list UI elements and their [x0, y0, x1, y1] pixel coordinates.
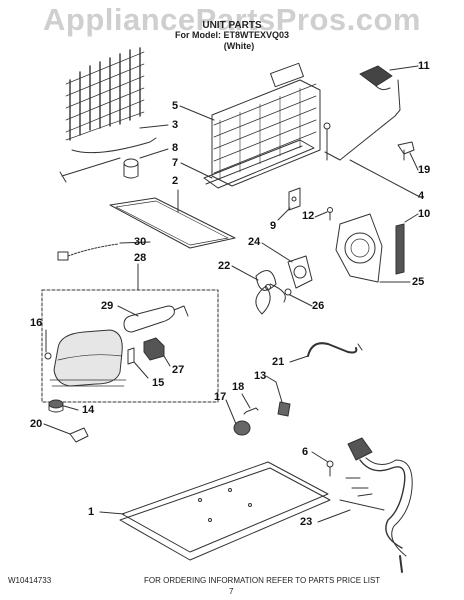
callout-26: 26 — [312, 300, 325, 312]
callout-27: 27 — [172, 364, 185, 376]
callout-29: 29 — [101, 300, 114, 312]
ordering-note: FOR ORDERING INFORMATION REFER TO PARTS … — [144, 576, 381, 585]
callout-2: 2 — [172, 175, 179, 187]
leader-29 — [117, 305, 139, 317]
callout-9: 9 — [270, 220, 277, 232]
leader-8 — [139, 148, 169, 159]
fan-shroud — [335, 213, 383, 283]
callout-16: 16 — [30, 317, 43, 329]
leader-7 — [180, 162, 213, 179]
callout-17: 17 — [214, 391, 227, 403]
callout-1: 1 — [88, 506, 95, 518]
callout-5: 5 — [172, 100, 179, 112]
roller — [233, 420, 251, 436]
leader-21 — [289, 355, 309, 363]
leader-27 — [163, 355, 171, 367]
leader-3 — [139, 124, 169, 129]
callout-3: 3 — [172, 119, 179, 131]
start-relay — [123, 305, 189, 333]
leader-20 — [43, 423, 71, 435]
callout-28: 28 — [134, 252, 147, 264]
fan-blade — [255, 270, 286, 315]
leader-18 — [241, 393, 251, 409]
capacitor — [143, 337, 165, 361]
compressor-kit-box — [41, 289, 219, 403]
leader-14 — [63, 405, 79, 411]
callout-18: 18 — [232, 381, 245, 393]
power-harness — [57, 243, 119, 261]
leader-24 — [261, 242, 293, 263]
callout-12: 12 — [302, 210, 315, 222]
leader-22 — [231, 265, 259, 281]
callout-25: 25 — [412, 276, 425, 288]
leader-23 — [317, 509, 351, 523]
leader-19 — [409, 152, 419, 171]
drain-pan — [109, 197, 236, 249]
fan-nut — [284, 288, 292, 296]
leader-17 — [225, 399, 237, 425]
callout-20: 20 — [30, 418, 43, 430]
callout-7: 7 — [172, 157, 179, 169]
doc-number: W10414733 — [8, 576, 52, 585]
temperature-control — [323, 65, 401, 161]
callout-10: 10 — [418, 208, 431, 220]
wiring-harness — [339, 437, 413, 573]
callout-21: 21 — [272, 356, 285, 368]
callout-4: 4 — [418, 190, 425, 202]
callout-8: 8 — [172, 142, 179, 154]
callout-11: 11 — [418, 60, 430, 72]
leader-9 — [277, 207, 291, 221]
leader-5 — [179, 105, 215, 121]
callout-22: 22 — [218, 260, 231, 272]
screw — [327, 207, 333, 221]
diagram-title: UNIT PARTS — [202, 20, 262, 31]
model-color: (White) — [223, 41, 255, 51]
callout-13: 13 — [254, 370, 267, 382]
rod — [275, 381, 291, 417]
callout-19: 19 — [418, 164, 431, 176]
leader-11 — [389, 65, 419, 71]
callout-30: 30 — [134, 236, 147, 248]
relay-bracket — [127, 347, 135, 365]
callout-6: 6 — [302, 446, 309, 458]
leader-12 — [314, 211, 328, 218]
drain-tube — [307, 342, 363, 357]
wire-clip — [69, 427, 89, 443]
grommet — [123, 158, 139, 179]
compressor-grommet — [48, 399, 64, 413]
mounting-bracket — [288, 187, 301, 211]
leader-13 — [265, 375, 277, 383]
condenser-coil — [59, 47, 157, 183]
leader-15 — [133, 361, 149, 379]
callout-24: 24 — [248, 236, 261, 248]
watermark: AppliancePartsPros.com — [43, 2, 421, 37]
leader-1 — [99, 511, 125, 515]
leader-6 — [311, 451, 329, 463]
compressor — [44, 329, 127, 387]
leader-10 — [404, 213, 419, 223]
callout-14: 14 — [82, 404, 95, 416]
gasket-strip — [395, 223, 405, 275]
leader-4 — [349, 159, 419, 197]
page-number: 7 — [229, 587, 234, 596]
leader-30 — [119, 241, 151, 244]
callout-23: 23 — [300, 516, 313, 528]
drain-trough — [203, 139, 315, 189]
evaporator-coil — [211, 62, 321, 187]
base-screw — [326, 460, 334, 477]
leveling-screw — [243, 407, 259, 415]
model-number: For Model: ET8WTEXVQ03 — [174, 30, 289, 40]
clip — [397, 141, 415, 161]
fan-motor — [287, 255, 313, 289]
callout-15: 15 — [152, 377, 165, 389]
unit-base — [119, 461, 331, 561]
leader-26 — [289, 294, 313, 307]
